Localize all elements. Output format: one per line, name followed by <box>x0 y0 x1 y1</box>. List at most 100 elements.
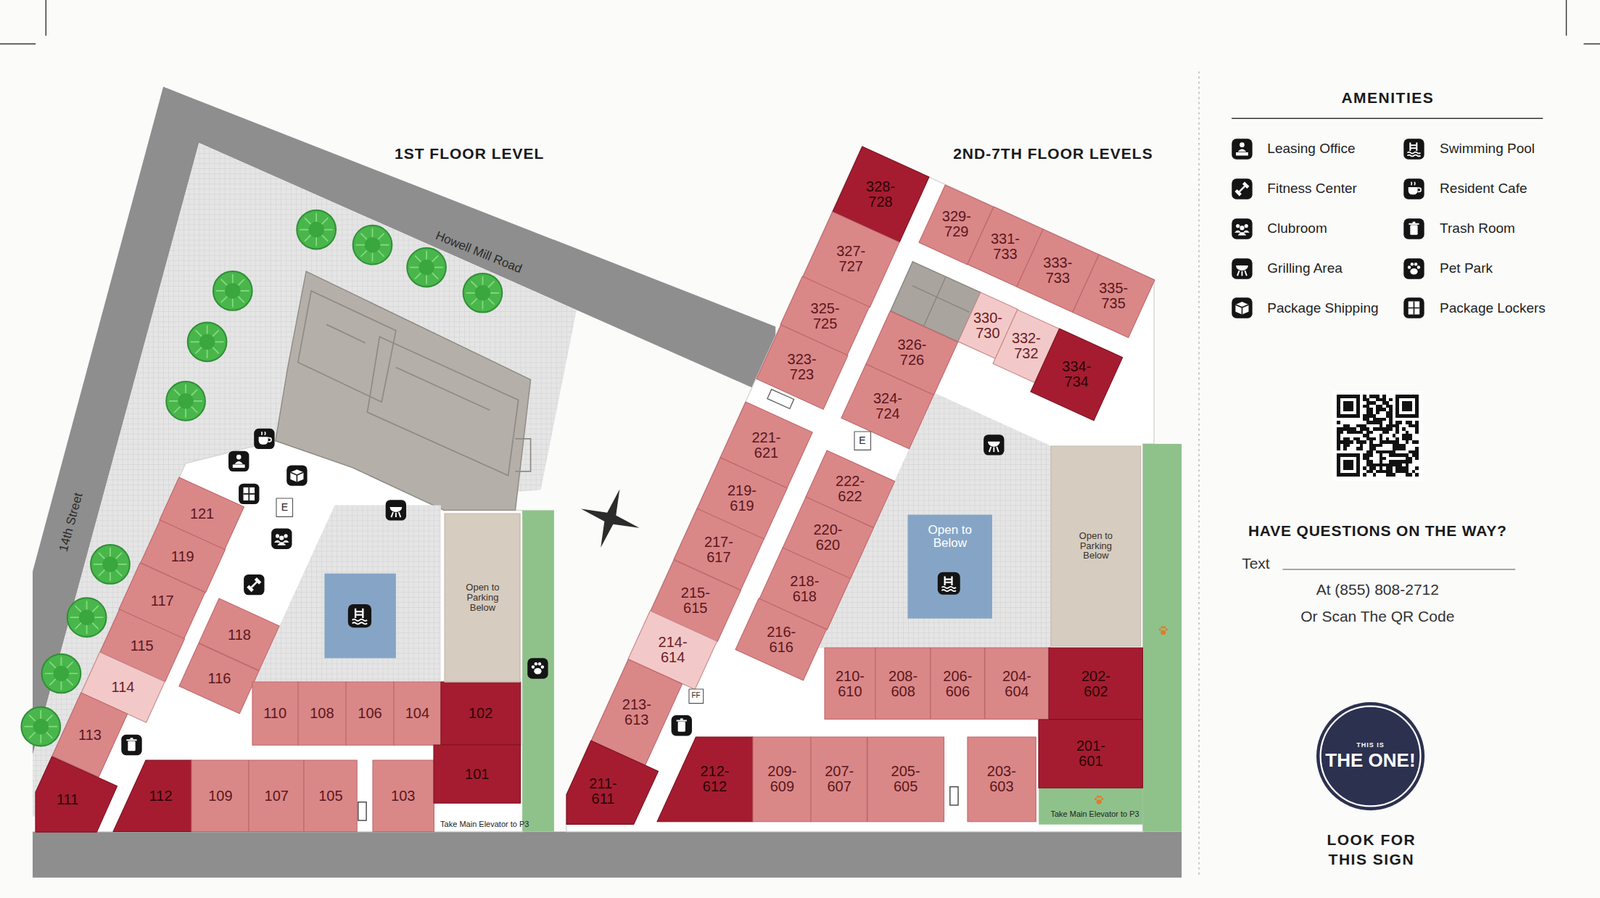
legend-icon <box>1230 257 1254 280</box>
unit-number: 101 <box>464 766 489 782</box>
unit-block: 201-601 <box>1038 719 1144 788</box>
tree <box>406 248 447 288</box>
unit-block: 107 <box>248 760 304 832</box>
unit-number: 207-607 <box>824 763 854 795</box>
unit-number: 113 <box>78 726 102 742</box>
qr-modules <box>1336 394 1419 477</box>
unit-number: 327-727 <box>836 243 866 275</box>
unit-number: 108 <box>309 705 334 721</box>
unit-number: 103 <box>390 788 415 804</box>
unit-number: 114 <box>111 679 135 695</box>
unit-number: 203-603 <box>987 763 1017 795</box>
badge-ring <box>1320 706 1421 807</box>
unit-number: 211-611 <box>588 776 618 807</box>
tree <box>353 225 393 265</box>
unit-number: 325-725 <box>810 300 840 332</box>
node-label: Open to Parking Below <box>453 582 512 613</box>
unit-shape <box>345 681 394 745</box>
unit-shape <box>867 736 945 822</box>
unit-shape <box>252 681 299 745</box>
pet-park-strip <box>1143 443 1182 832</box>
unit-block: 334-734 <box>1030 328 1123 421</box>
elevator-note: Take Main Elevator to P3 <box>440 820 529 830</box>
unit-number: 333-733 <box>1042 255 1072 286</box>
paw-mark <box>1159 625 1168 635</box>
tree <box>166 381 206 421</box>
unit-number: 206-606 <box>942 668 972 700</box>
heading-rule <box>1231 117 1543 119</box>
unit-shape <box>298 681 346 745</box>
unit-shape <box>433 744 521 803</box>
plaza <box>32 142 577 817</box>
tree <box>463 273 503 313</box>
floor-title: 1ST FLOOR LEVEL <box>394 145 544 162</box>
unit-shape <box>276 498 294 517</box>
legend-icon-glyph <box>1231 298 1252 319</box>
unit-number: 107 <box>264 788 289 804</box>
unit-shape <box>752 736 811 822</box>
roof-outline <box>298 290 531 476</box>
trash-icon <box>671 715 692 736</box>
unit-number: 210-610 <box>835 668 865 700</box>
legend-label: Leasing Office <box>1267 141 1355 156</box>
unit-shape <box>854 431 872 450</box>
node-label: Open to Below <box>913 523 987 550</box>
leasing-icon <box>228 451 249 472</box>
unit-shape <box>372 760 434 832</box>
legend-label: Grilling Area <box>1267 261 1343 276</box>
unit-block: 106 <box>345 681 394 745</box>
unit-shape <box>824 647 876 719</box>
legend-label: Trash Room <box>1439 221 1516 236</box>
open-area: Open to Parking Below <box>1050 446 1141 647</box>
unit-number: 219-619 <box>727 483 757 514</box>
node-label: E <box>858 435 866 447</box>
unit-number: 218-618 <box>789 573 819 605</box>
unit-number: 331-733 <box>990 231 1020 262</box>
tree <box>21 707 61 747</box>
cafe-icon <box>253 428 275 449</box>
unit-number: 212-612 <box>700 763 730 795</box>
unit-block: 111 <box>35 756 118 832</box>
unit-number: 217-617 <box>704 534 734 566</box>
elevator-box: E <box>854 431 872 450</box>
unit-block: 101 <box>433 744 521 803</box>
contact-text: Text <box>1241 555 1270 572</box>
badge-disc <box>1316 702 1425 811</box>
unit-block: 211-611 <box>566 740 659 824</box>
pool <box>324 573 396 659</box>
pool-icon <box>937 572 961 595</box>
node-label: Open to Parking Below <box>1066 530 1125 561</box>
open-area: Open to Below <box>908 514 992 618</box>
legend-icon <box>1402 177 1426 201</box>
qr-code <box>1336 394 1419 477</box>
unit-number: 323-723 <box>787 351 817 383</box>
shipping-icon <box>286 464 307 486</box>
elevator-box: E <box>276 498 294 517</box>
node-label: THIS IS <box>1356 741 1385 749</box>
unit-shape <box>248 760 304 832</box>
floor-title: 2ND-7TH FLOOR LEVELS <box>953 145 1154 162</box>
unit-shape <box>908 514 992 618</box>
unit-block: 202-602 <box>1048 647 1143 719</box>
unit-number: 118 <box>227 626 251 642</box>
unit-block: 116 <box>179 643 259 714</box>
compass <box>571 479 649 557</box>
legend-icon-glyph <box>1404 178 1425 199</box>
unit-number: 335-735 <box>1098 280 1128 312</box>
unit-number: 109 <box>208 788 233 804</box>
pool-icon <box>348 604 372 628</box>
legend-label: Pet Park <box>1439 261 1493 276</box>
tree <box>42 654 82 694</box>
locker-icon <box>238 483 259 505</box>
unit-shape <box>1030 328 1123 421</box>
unit-number: 332-732 <box>1011 330 1041 362</box>
legend-heading: AMENITIES <box>1341 89 1434 106</box>
unit-block: 216-616 <box>735 598 827 681</box>
unit-number: 209-609 <box>767 763 797 795</box>
unit-shape <box>191 760 249 832</box>
legend-icon <box>1230 217 1254 241</box>
legend-icon <box>1402 137 1426 161</box>
stair-lines <box>912 276 970 327</box>
legend-icon <box>1402 296 1426 320</box>
